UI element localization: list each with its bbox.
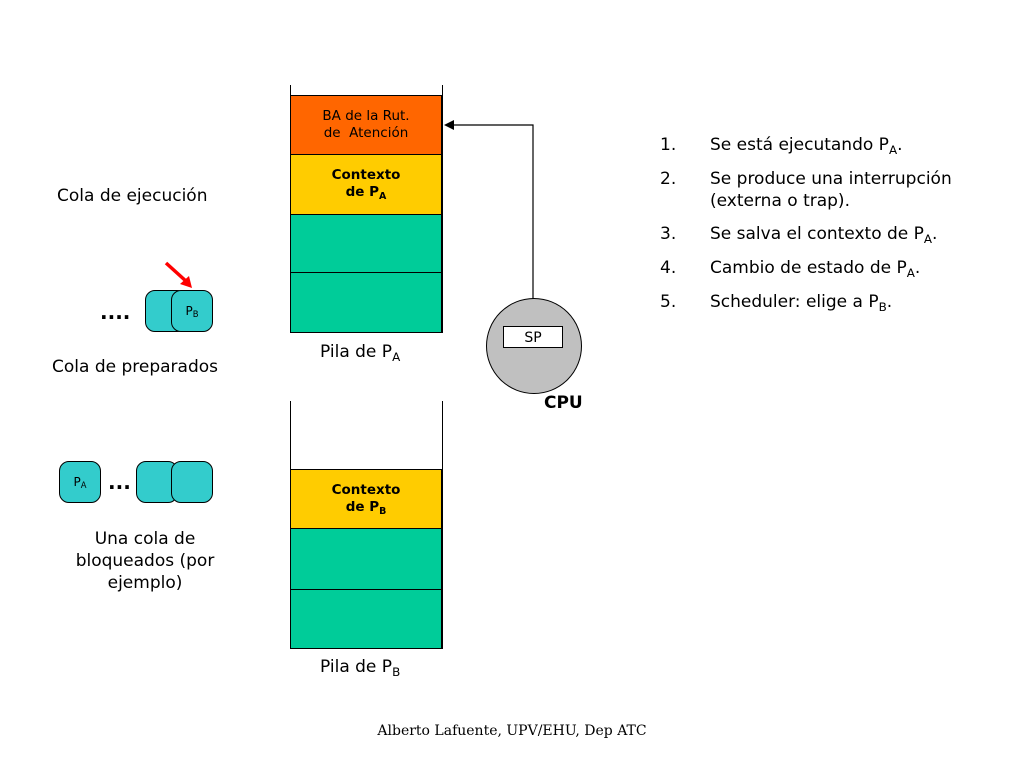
ready-token-sub: B bbox=[192, 308, 199, 319]
stack-b-cell bbox=[290, 528, 442, 590]
stack-b-context-line1: Contexto bbox=[331, 481, 401, 498]
isr-cell-line: BA de la Rut. bbox=[322, 108, 410, 124]
sp-pointer-arrow bbox=[444, 120, 534, 300]
stack-a-caption-text: Pila de P bbox=[320, 342, 393, 362]
stack-b-right-wall bbox=[442, 401, 443, 649]
stack-b-caption-text: Pila de P bbox=[320, 657, 393, 677]
step-number: 5. bbox=[660, 292, 677, 312]
sp-register: SP bbox=[503, 326, 563, 348]
stack-b-cell bbox=[290, 589, 442, 649]
running-queue-label: Cola de ejecución bbox=[57, 186, 208, 206]
red-arrow-icon bbox=[164, 261, 192, 288]
blocked-queue-token bbox=[171, 461, 213, 503]
blocked-label-line: ejemplo) bbox=[107, 573, 183, 593]
stack-b-context-line2: de P bbox=[345, 498, 380, 515]
step-item: 4. Cambio de estado de PA. bbox=[660, 257, 990, 280]
step-number: 4. bbox=[660, 258, 677, 278]
step-item: 2. Se produce una interrupción (externa … bbox=[660, 168, 960, 212]
isr-cell-line: de Atención bbox=[323, 125, 409, 141]
step-sub: A bbox=[888, 143, 898, 158]
stack-a-caption-sub: A bbox=[392, 350, 401, 365]
stack-a-cell bbox=[290, 214, 442, 273]
step-text: Cambio de estado de P bbox=[710, 258, 907, 278]
blocked-token-name: P bbox=[73, 475, 81, 489]
step-number: 3. bbox=[660, 224, 677, 244]
step-sub: A bbox=[906, 266, 915, 281]
step-item: 1. Se está ejecutando PA. bbox=[660, 134, 990, 157]
ready-queue-dots: .... bbox=[100, 300, 131, 324]
blocked-label-line: bloqueados (por bbox=[75, 551, 215, 571]
step-tail: . bbox=[897, 135, 903, 155]
stack-b-context-cell: Contexto de PB bbox=[290, 469, 442, 529]
blocked-token-sub: A bbox=[80, 479, 87, 490]
step-tail: . bbox=[932, 224, 938, 244]
step-number: 2. bbox=[660, 169, 677, 189]
step-sub: A bbox=[923, 232, 933, 247]
stack-a-cell bbox=[290, 272, 442, 333]
step-sub: B bbox=[878, 300, 887, 315]
stack-a-context-line2: de P bbox=[345, 184, 380, 200]
step-text: Se produce una interrupción (externa o t… bbox=[710, 169, 952, 211]
step-number: 1. bbox=[660, 135, 677, 155]
stack-a-context-sub: A bbox=[379, 191, 387, 203]
stack-a-caption: Pila de PA bbox=[320, 342, 401, 365]
step-item: 5. Scheduler: elige a PB. bbox=[660, 291, 990, 314]
stack-b-context-sub: B bbox=[379, 505, 387, 517]
step-text: Scheduler: elige a P bbox=[710, 292, 879, 312]
ready-token-name: P bbox=[185, 304, 193, 318]
steps-list: 1. Se está ejecutando PA. 2. Se produce … bbox=[660, 134, 990, 325]
step-text: Se está ejecutando P bbox=[710, 135, 889, 155]
cpu-label: CPU bbox=[544, 393, 583, 413]
footer-credit: Alberto Lafuente, UPV/EHU, Dep ATC bbox=[377, 723, 647, 739]
step-text: Se salva el contexto de P bbox=[710, 224, 924, 244]
stack-a-isr-address-cell: BA de la Rut. de Atención bbox=[290, 95, 442, 155]
step-tail: . bbox=[914, 258, 921, 278]
stack-a-context-cell: Contexto de PA bbox=[290, 154, 442, 215]
blocked-queue-dots: ... bbox=[108, 470, 131, 494]
blocked-queue-label: Una cola de bloqueados (por ejemplo) bbox=[40, 528, 250, 594]
step-item: 3. Se salva el contexto de PA. bbox=[660, 223, 990, 246]
ready-queue-label: Cola de preparados bbox=[52, 357, 218, 377]
blocked-label-line: Una cola de bbox=[94, 529, 196, 549]
stack-a-right-wall bbox=[442, 85, 443, 333]
stack-b-caption-sub: B bbox=[392, 665, 401, 680]
step-tail: . bbox=[886, 292, 893, 312]
stack-b-caption: Pila de PB bbox=[320, 657, 401, 680]
stack-a-context-line1: Contexto bbox=[331, 167, 401, 183]
